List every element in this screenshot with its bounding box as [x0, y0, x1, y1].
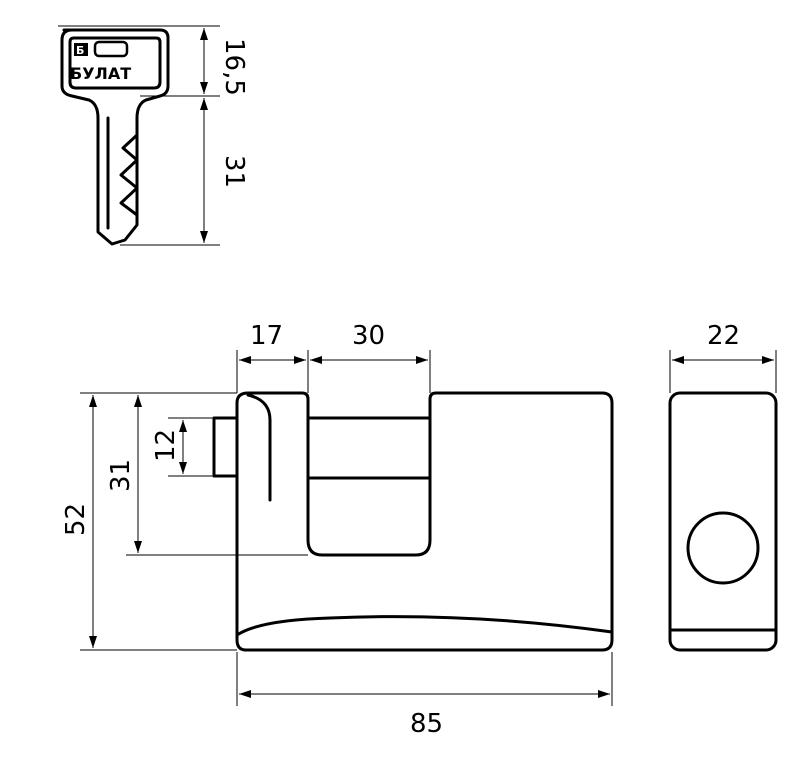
- lock-body-outline: [235, 391, 614, 652]
- dim-shackle-offset: 17: [236, 321, 309, 393]
- key-blade-length-label: 31: [219, 155, 249, 188]
- dim-shackle-gap: 30: [310, 321, 431, 393]
- key-logo-mark: [74, 43, 88, 56]
- key-blade-dimension: 31: [200, 98, 249, 243]
- body-width-label: 85: [410, 709, 443, 739]
- dim-body-height: 52: [61, 392, 237, 651]
- lock-body-inner-left: [246, 393, 272, 502]
- shackle-gap-label: 30: [352, 321, 385, 351]
- lock-side-view: [668, 391, 778, 652]
- key-head-outline: [60, 28, 170, 246]
- shackle-offset-label: 17: [250, 321, 283, 351]
- dim-bolt-height: 12: [151, 417, 214, 477]
- dim-shackle-height: 31: [106, 395, 308, 556]
- shackle-height-label: 31: [106, 459, 136, 492]
- lock-bolt: [212, 416, 239, 478]
- key-head-inner: [68, 36, 162, 90]
- key-drawing: Б БУЛАТ: [60, 28, 170, 246]
- lock-side-body: [668, 391, 778, 652]
- key-head-dimension: 16,5: [58, 25, 249, 246]
- dim-body-width: 85: [236, 652, 613, 739]
- key-logo-slot: [93, 40, 129, 58]
- key-brand-label: БУЛАТ: [70, 64, 131, 83]
- lock-shackle-inner: [306, 416, 432, 557]
- body-height-label: 52: [61, 503, 91, 536]
- side-depth-label: 22: [707, 321, 740, 351]
- key-blade-cuts: [119, 133, 139, 217]
- keyhole-circle: [686, 511, 760, 585]
- key-head-height-label: 16,5: [219, 38, 249, 96]
- key-logo-letter: Б: [76, 44, 84, 57]
- lock-bottom-band: [235, 615, 614, 637]
- bolt-height-label: 12: [151, 429, 181, 462]
- dim-side-depth: 22: [669, 321, 777, 393]
- lock-front-view: [212, 391, 614, 652]
